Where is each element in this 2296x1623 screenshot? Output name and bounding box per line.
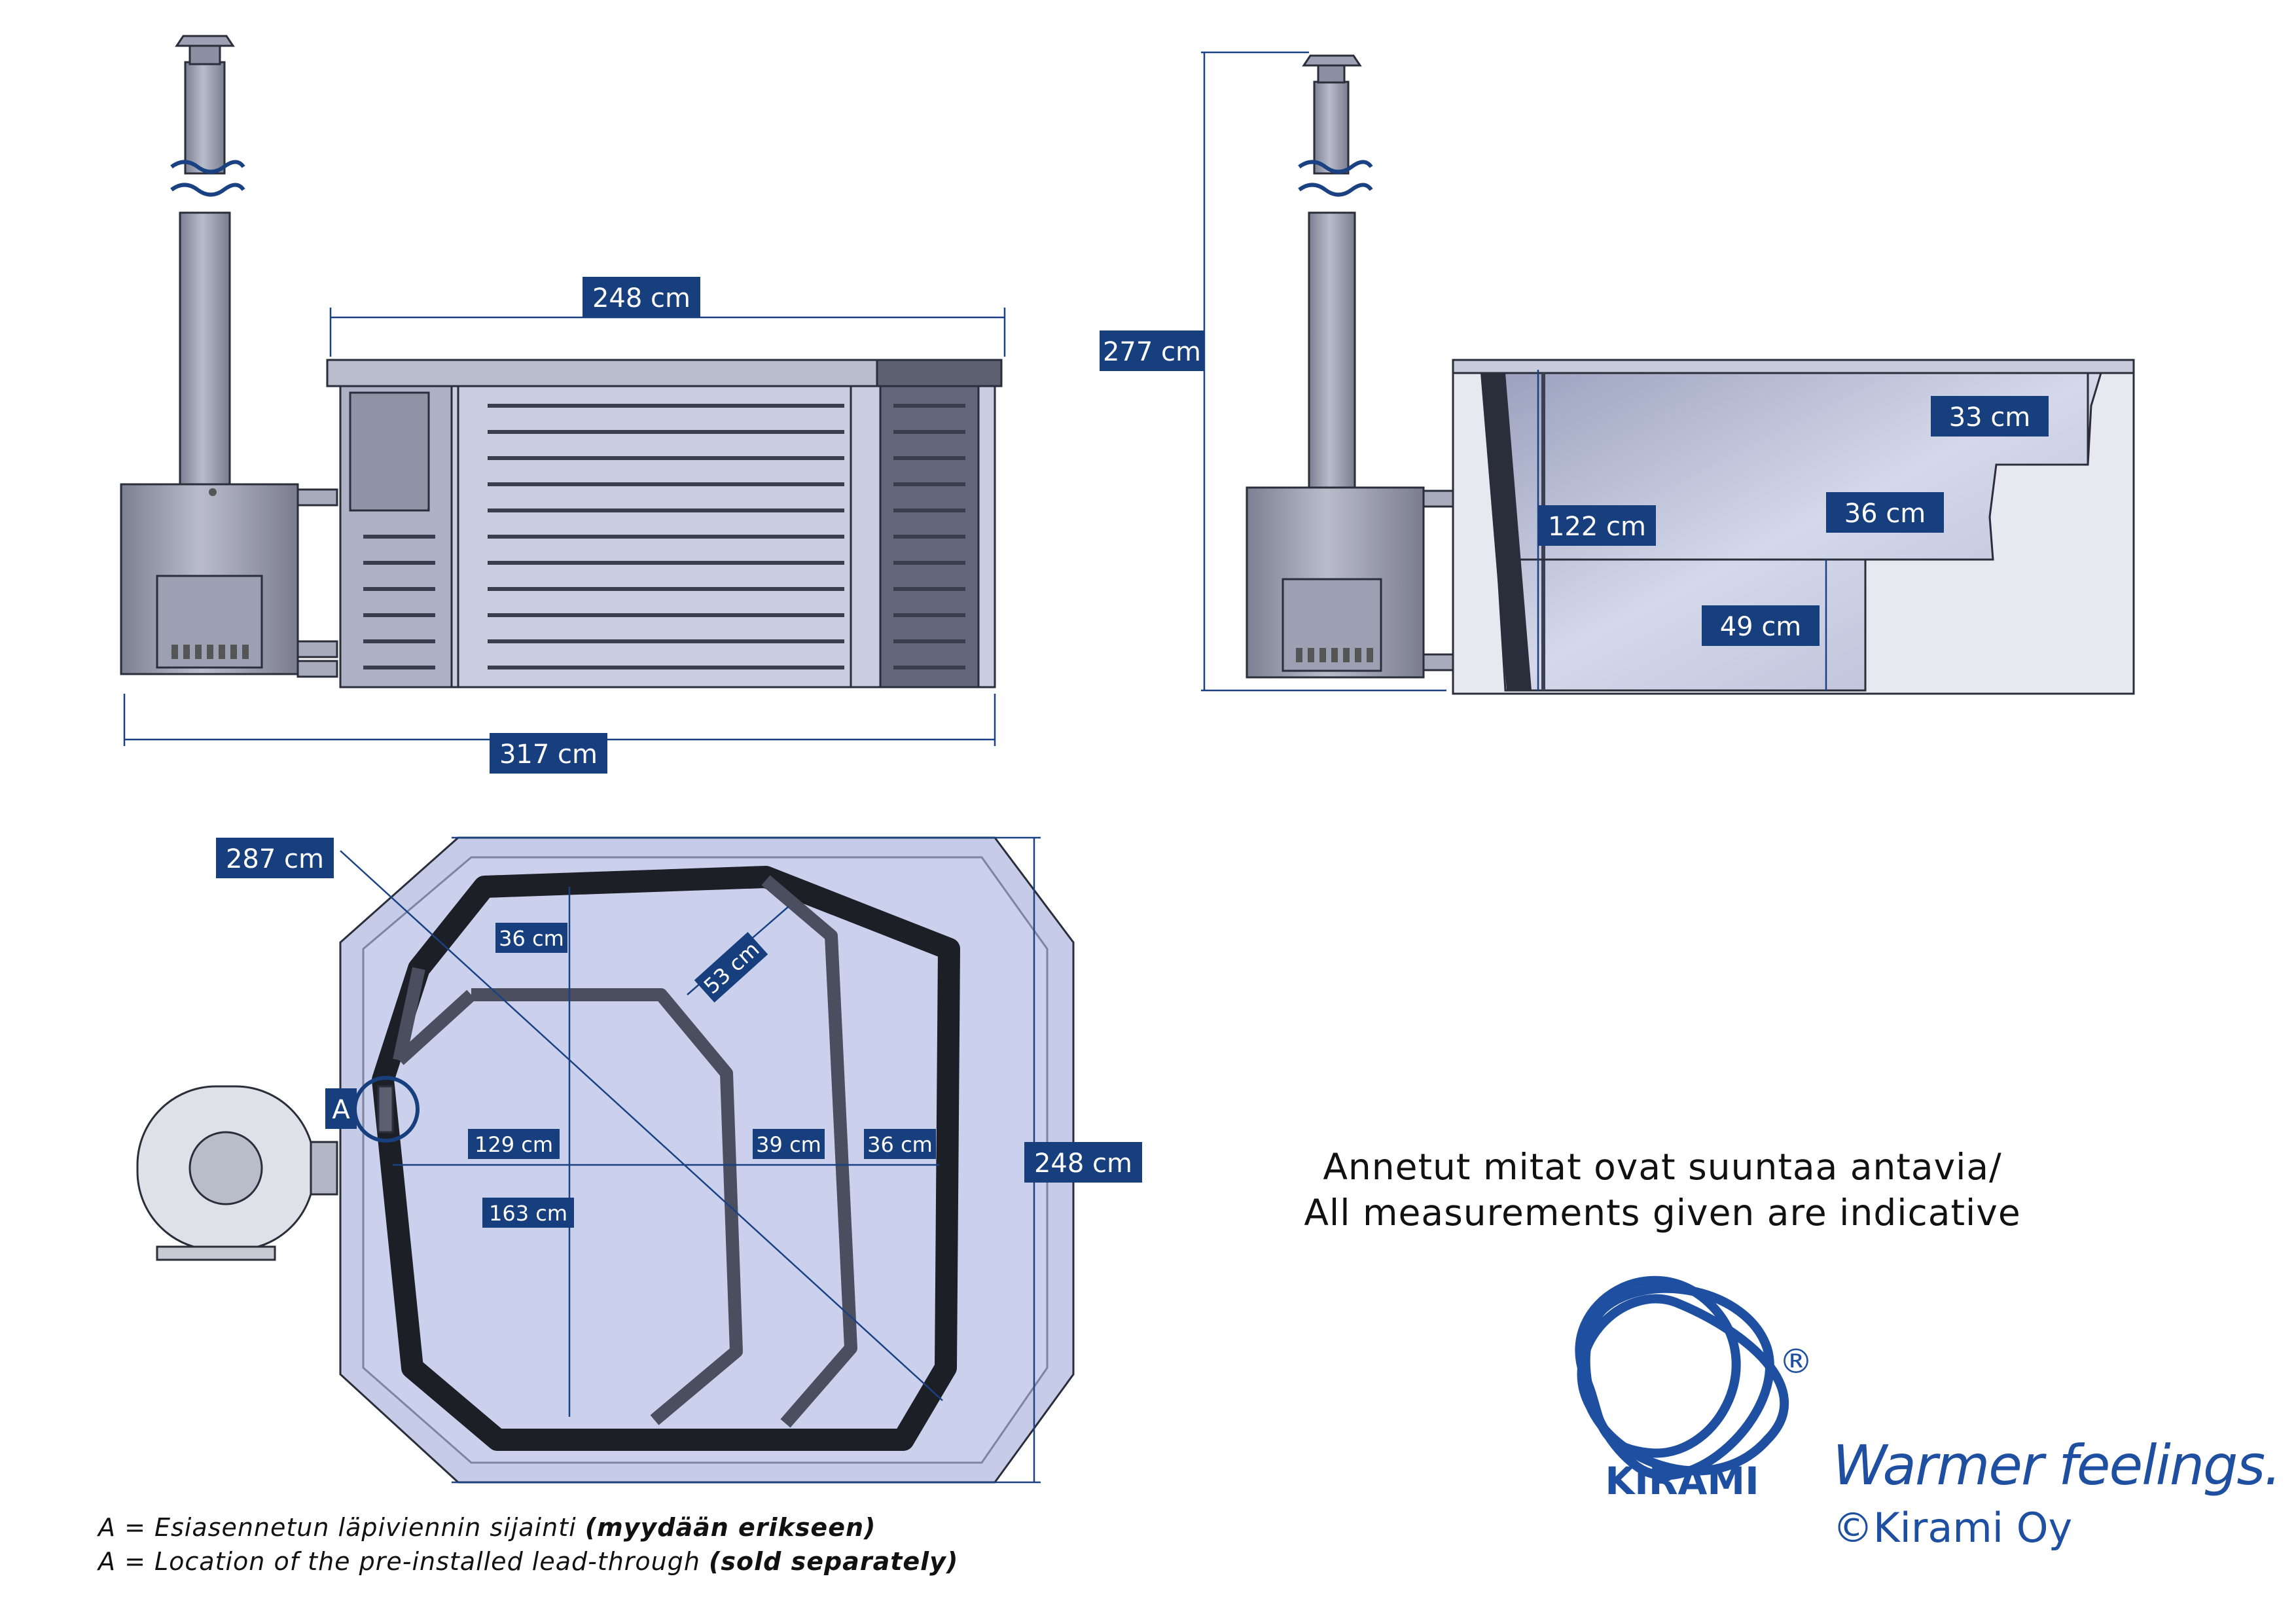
dim-side-49: 49 cm bbox=[1720, 612, 1802, 642]
brand-copyright: ©Kirami Oy bbox=[1833, 1504, 2073, 1552]
dim-side-122: 122 cm bbox=[1548, 512, 1646, 542]
side-dimension-depth: 122 cm bbox=[1537, 370, 1656, 690]
brand-slogan: Warmer feelings. bbox=[1833, 1433, 2282, 1497]
indicative-note: Annetut mitat ovat suuntaa antavia/ All … bbox=[1270, 1144, 2055, 1236]
lead-through-marker: A bbox=[325, 1076, 420, 1143]
registered-mark: ® bbox=[1779, 1342, 1813, 1382]
dim-top-129: 129 cm bbox=[475, 1132, 553, 1157]
indicative-note-en: All measurements given are indicative bbox=[1304, 1192, 2021, 1234]
dim-top-39: 39 cm bbox=[756, 1132, 821, 1157]
dim-top-163: 163 cm bbox=[489, 1201, 567, 1226]
dim-side-33: 33 cm bbox=[1949, 402, 2031, 433]
note-fi-bold: (myydään erikseen) bbox=[584, 1513, 876, 1542]
top-stove bbox=[136, 1085, 338, 1261]
lead-through-note-fi: A = Esiasennetun läpiviennin sijainti (m… bbox=[98, 1510, 958, 1544]
front-stove bbox=[120, 483, 338, 678]
front-tub-cabinet bbox=[326, 359, 1003, 688]
front-dimension-top: 248 cm bbox=[329, 277, 1006, 357]
note-en-prefix: A = Location of the pre-installed lead-t… bbox=[98, 1547, 709, 1576]
dim-side-36: 36 cm bbox=[1844, 499, 1926, 529]
dim-top-287: 287 cm bbox=[226, 844, 324, 874]
front-dimension-bottom: 317 cm bbox=[123, 694, 996, 774]
front-chimney bbox=[170, 35, 245, 489]
indicative-note-fi: Annetut mitat ovat suuntaa antavia/ bbox=[1323, 1146, 2002, 1188]
dim-front-317: 317 cm bbox=[499, 740, 598, 770]
top-dimension-height: 248 cm bbox=[452, 836, 1142, 1484]
top-view: 287 cm 248 cm 36 cm 129 cm 163 cm 39 cm … bbox=[136, 836, 1142, 1484]
marker-a: A bbox=[332, 1095, 350, 1125]
side-dimension-height: 277 cm bbox=[1100, 51, 1446, 692]
note-en-bold: (sold separately) bbox=[709, 1547, 959, 1576]
dim-side-277: 277 cm bbox=[1103, 337, 1201, 367]
side-chimney bbox=[1298, 54, 1373, 489]
top-dimension-inner: 36 cm 129 cm 163 cm 39 cm 36 cm 53 cm bbox=[393, 887, 939, 1417]
note-fi-prefix: A = Esiasennetun läpiviennin sijainti bbox=[98, 1513, 585, 1542]
top-tub bbox=[339, 836, 1075, 1484]
front-view: 248 cm 317 cm bbox=[120, 35, 1006, 774]
lead-through-note: A = Esiasennetun läpiviennin sijainti (m… bbox=[98, 1510, 958, 1578]
dim-top-36-a: 36 cm bbox=[499, 926, 564, 951]
dim-front-248: 248 cm bbox=[592, 283, 691, 313]
lead-through-note-en: A = Location of the pre-installed lead-t… bbox=[98, 1544, 958, 1578]
side-dimension-steps: 33 cm 36 cm 49 cm bbox=[1702, 396, 2049, 690]
top-dimension-diagonal: 287 cm bbox=[216, 838, 943, 1401]
side-view: 277 cm 122 cm 33 cm 36 cm 49 cm bbox=[1100, 51, 2135, 695]
dim-top-36-b: 36 cm bbox=[867, 1132, 933, 1157]
side-stove bbox=[1246, 486, 1477, 679]
kirami-logo: KIRAMI ® bbox=[1575, 1275, 1813, 1503]
logo-text: KIRAMI bbox=[1605, 1459, 1759, 1503]
dim-top-248: 248 cm bbox=[1034, 1149, 1132, 1179]
